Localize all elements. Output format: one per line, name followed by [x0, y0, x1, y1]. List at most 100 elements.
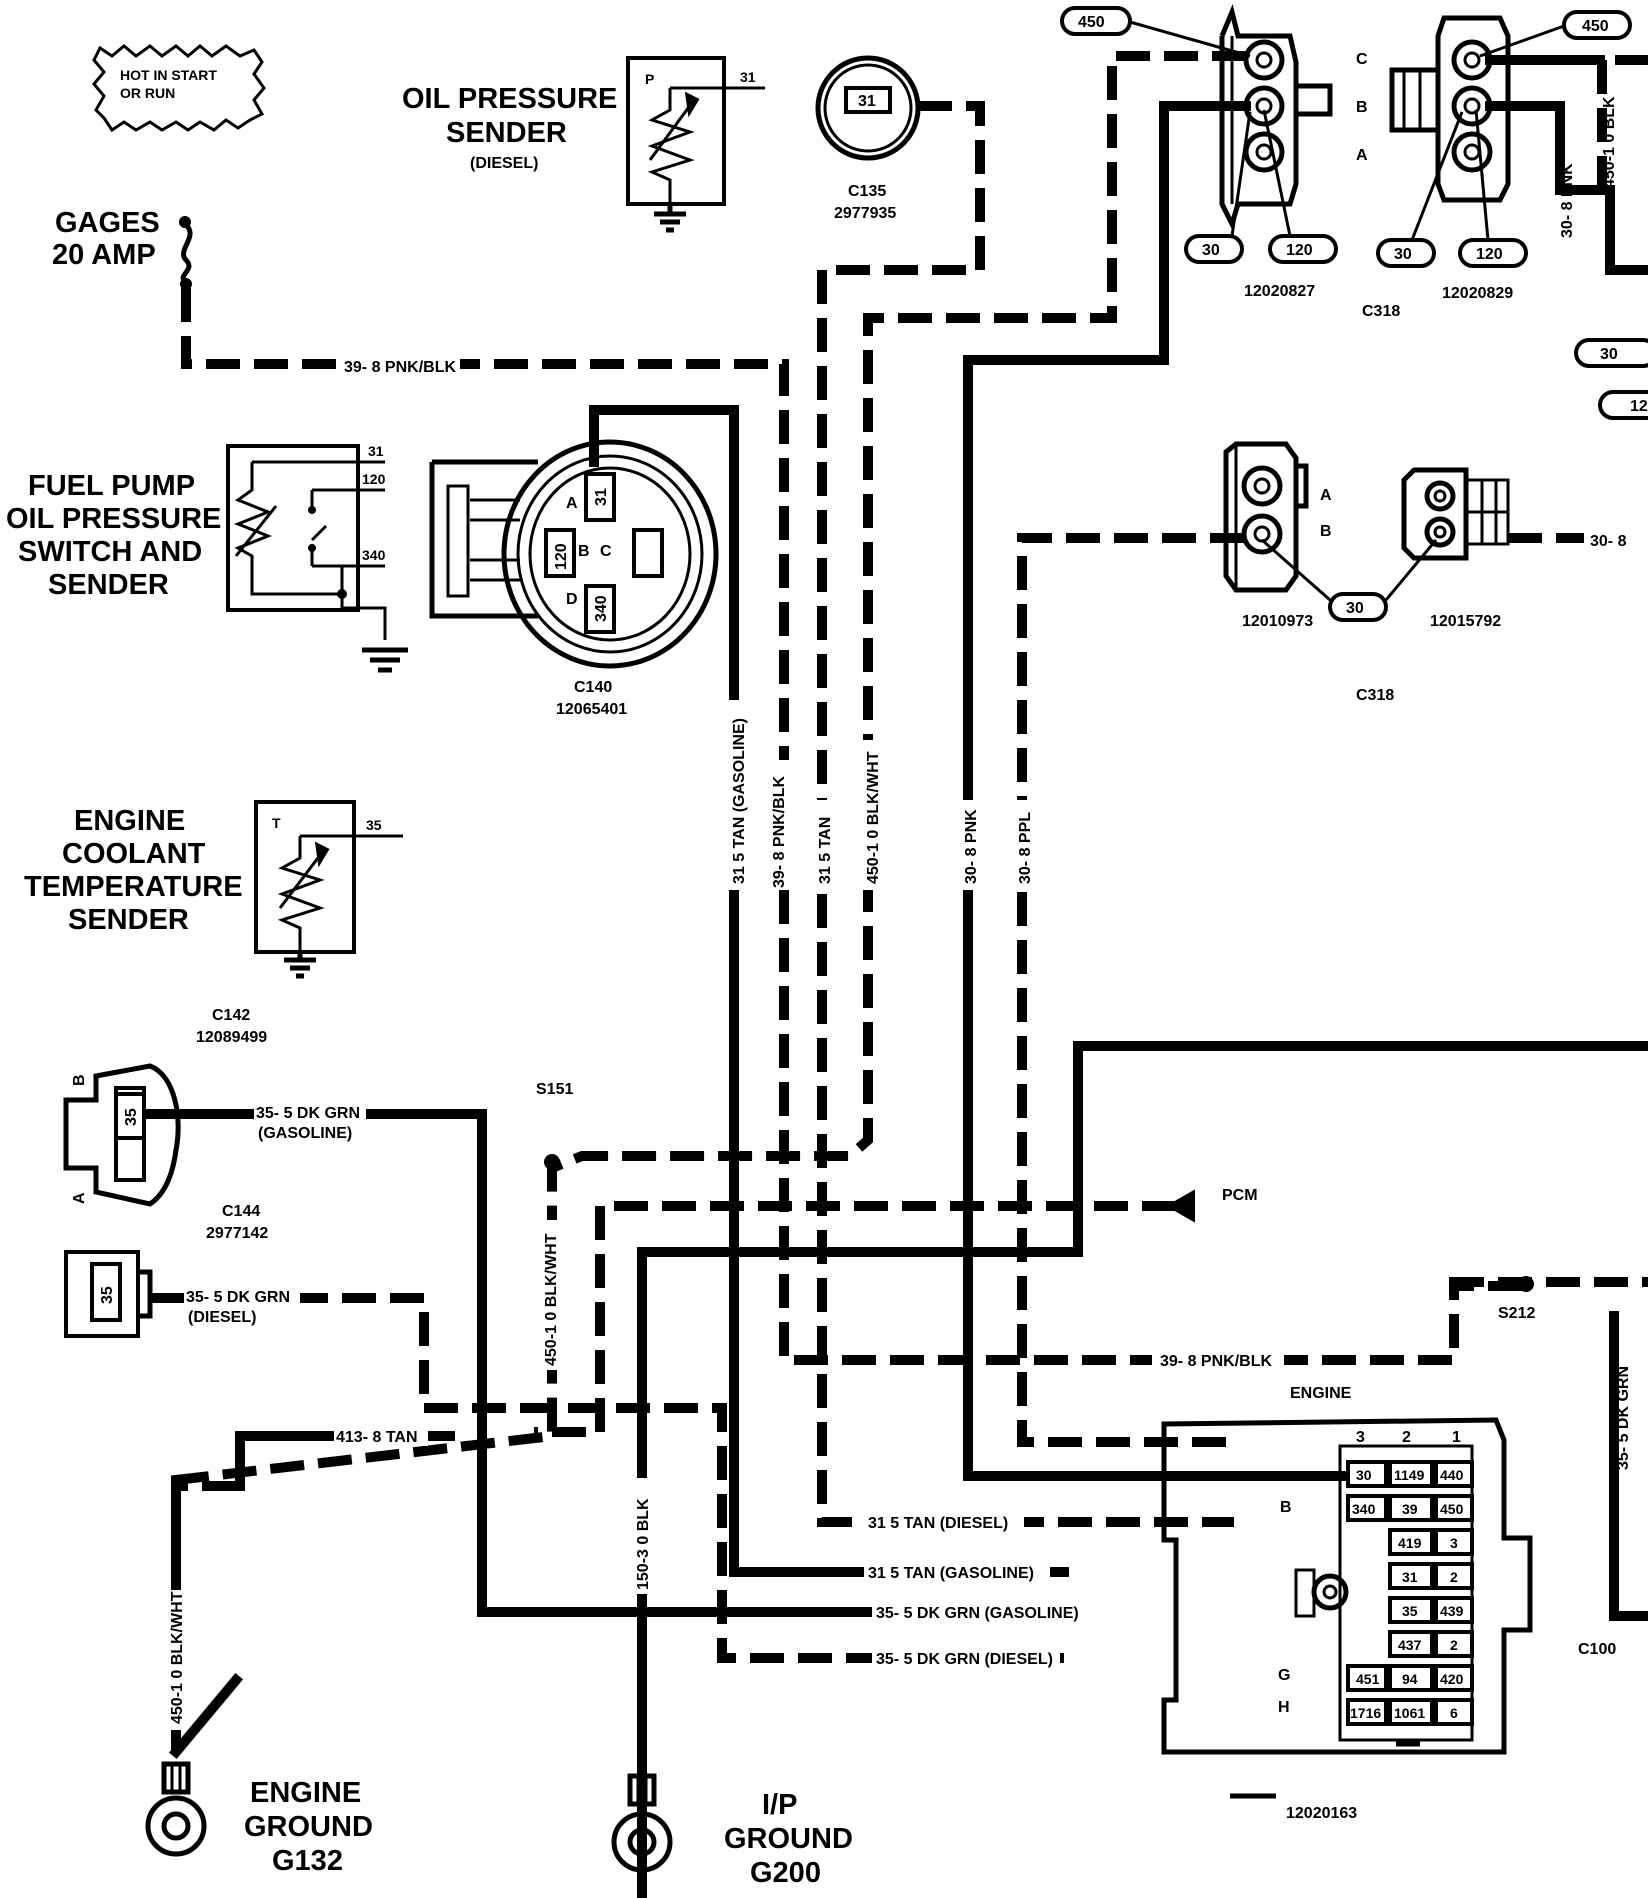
- c100-col-3: 3: [1356, 1429, 1365, 1446]
- c318-left-pin-450: 450: [1078, 14, 1105, 31]
- engine-coolant-temperature-sender: ENGINE COOLANT TEMPERATURE SENDER T 35: [24, 800, 403, 979]
- ect-type-letter: T: [272, 815, 281, 831]
- oil-sender-pin: 31: [740, 69, 756, 85]
- fp-switch-pin-a: 31: [368, 443, 384, 459]
- pcm-label: PCM: [1222, 1187, 1258, 1204]
- w-450-blkwht-ground: 450-1 0 BLK/WHT: [169, 1591, 186, 1724]
- c142-connector: C142 12089499 35 B A: [63, 1007, 267, 1207]
- w-450-blkwht-v: 450-1 0 BLK/WHT: [865, 751, 882, 884]
- w-35-gas-note: (GASOLINE): [258, 1125, 352, 1142]
- c100-cell: 437: [1398, 1637, 1422, 1653]
- c318-mid-label: C318: [1356, 687, 1394, 704]
- ip-ground-line3: G200: [750, 1857, 821, 1889]
- c318-right-pin-450: 450: [1582, 18, 1609, 35]
- c100-row-g: G: [1278, 1667, 1290, 1684]
- s151-label: S151: [536, 1081, 573, 1098]
- c100-cell: 31: [1402, 1569, 1418, 1585]
- ect-line4: SENDER: [68, 904, 189, 936]
- oil-pressure-sender-diesel: OIL PRESSURE SENDER (DIESEL) P 31: [402, 56, 765, 233]
- ect-line1: ENGINE: [74, 805, 185, 837]
- c100-cell: 1149: [1394, 1467, 1425, 1483]
- w-30-8-right: 30- 8: [1590, 533, 1627, 550]
- ip-ground-line2: GROUND: [724, 1823, 853, 1855]
- c142-part: 12089499: [196, 1029, 267, 1046]
- c100-row-h: H: [1278, 1699, 1290, 1716]
- c100-connector: ENGINE 3 2 1 B G H 30 1149 440 340 39 45…: [1161, 1385, 1616, 1822]
- c100-cell: 35: [1402, 1603, 1418, 1619]
- c318-mid-letter-a: A: [1320, 487, 1332, 504]
- fp-switch-box: [226, 444, 360, 612]
- c135-label: C135: [848, 183, 886, 200]
- c318-letter-b: B: [1356, 99, 1368, 116]
- c142-letter-b: B: [71, 1074, 88, 1086]
- c318-letter-c: C: [1356, 51, 1368, 68]
- c100-cell: 439: [1440, 1603, 1464, 1619]
- fp-switch-line3: SWITCH AND: [18, 536, 202, 568]
- c100-engine-label: ENGINE: [1290, 1385, 1352, 1402]
- fuse-icon: [179, 216, 193, 290]
- c100-cell: 3: [1450, 1535, 1458, 1551]
- c100-cell: 94: [1402, 1671, 1418, 1687]
- c142-label: C142: [212, 1007, 250, 1024]
- c100-cell: 2: [1450, 1569, 1458, 1585]
- c318-right-part: 12020829: [1442, 285, 1513, 302]
- c100-cell: 451: [1356, 1671, 1380, 1687]
- w-35-dkgrn-dsl: 35- 5 DK GRN: [186, 1289, 290, 1306]
- w-31-tan-v: 31 5 TAN: [817, 817, 834, 884]
- side-pin-120: 120: [1630, 398, 1648, 415]
- wire-labels: 39- 8 PNK/BLK 31 5 TAN (GASOLINE) 39- 8 …: [164, 96, 1632, 1730]
- s151-splice-dot: [544, 1154, 560, 1170]
- c318-right-pin-30: 30: [1394, 246, 1412, 263]
- c135-pin: 31: [858, 93, 876, 110]
- oil-pressure-sender-box: [626, 56, 726, 206]
- oil-pressure-sender-title2: SENDER: [446, 117, 567, 149]
- c100-cell: 39: [1402, 1501, 1418, 1517]
- w-30-pnk-right: 30- 8 PNK: [1559, 163, 1576, 238]
- fp-switch-pin-c: 340: [362, 547, 386, 563]
- fp-switch-line1: FUEL PUMP: [28, 470, 195, 502]
- w-35-gas-h: 35- 5 DK GRN (GASOLINE): [876, 1605, 1079, 1622]
- ground-terminal-icon: [611, 1773, 673, 1873]
- c142-pin: 35: [123, 1108, 140, 1126]
- c100-cell: 340: [1352, 1501, 1376, 1517]
- c318-left-part: 12020827: [1244, 283, 1315, 300]
- w-39-pnkblk-v: 39- 8 PNK/BLK: [771, 776, 788, 888]
- c135-part: 2977935: [834, 205, 896, 222]
- c140-pin-a: 31: [593, 488, 610, 506]
- w-39-pnkblk-top: 39- 8 PNK/BLK: [344, 359, 456, 376]
- w-35-dkgrn-right: 35- 5 DK GRN: [1615, 1366, 1632, 1470]
- engine-ground-line1: ENGINE: [250, 1777, 361, 1809]
- c100-cell: 440: [1440, 1467, 1464, 1483]
- ect-line2: COOLANT: [62, 838, 206, 870]
- c318-mid-left-part: 12010973: [1242, 613, 1313, 630]
- w-30-pnk-v: 30- 8 PNK: [963, 809, 980, 884]
- c100-cell: 420: [1440, 1671, 1464, 1687]
- side-pin-30: 30: [1600, 346, 1618, 363]
- c318-letter-a: A: [1356, 147, 1368, 164]
- c318-top-connectors: C B A 450 30 120 12020827 450 30 120 120…: [1060, 4, 1632, 320]
- gages-fuse: GAGES 20 AMP: [52, 207, 193, 290]
- w-413-tan: 413- 8 TAN: [336, 1429, 418, 1446]
- w-31-tan-gas-h: 31 5 TAN (GASOLINE): [868, 1565, 1034, 1582]
- w-150-blk: 150-3 0 BLK: [635, 1498, 652, 1590]
- fp-switch-line2: OIL PRESSURE: [6, 503, 221, 535]
- c100-row-b: B: [1280, 1499, 1292, 1516]
- c318-top-label: C318: [1362, 303, 1400, 320]
- c318-left-pin-120: 120: [1286, 242, 1313, 259]
- c140-letter-a: A: [566, 495, 578, 512]
- c318-left-pin-30: 30: [1202, 242, 1220, 259]
- w-39-pnkblk-bottom: 39- 8 PNK/BLK: [1160, 1353, 1272, 1370]
- fp-switch-pin-b: 120: [362, 471, 386, 487]
- c100-col-1: 1: [1452, 1429, 1461, 1446]
- w-30-ppl-v: 30- 8 PPL: [1017, 812, 1034, 884]
- c140-letter-b: B: [578, 543, 590, 560]
- c140-letter-d: D: [566, 591, 578, 608]
- hot-label-line1: HOT IN START: [120, 67, 217, 83]
- engine-ground-line2: GROUND: [244, 1811, 373, 1843]
- fp-switch-line4: SENDER: [48, 569, 169, 601]
- c144-part: 2977142: [206, 1225, 268, 1242]
- oil-pressure-sender-note: (DIESEL): [470, 155, 538, 172]
- c140-connector: 31 A 120 B C 340 D C140 12065401: [429, 439, 719, 718]
- c140-pin-d: 340: [593, 595, 610, 622]
- gages-fuse-title2: 20 AMP: [52, 239, 156, 271]
